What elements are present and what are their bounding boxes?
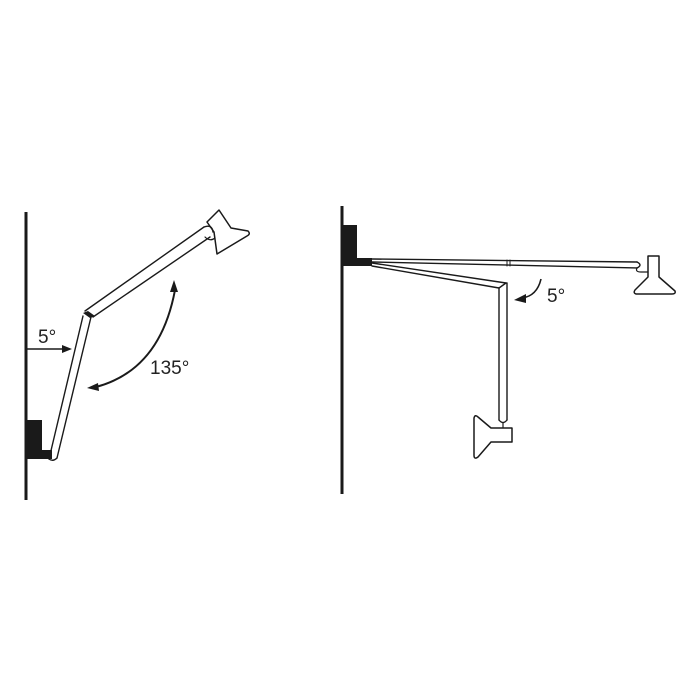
wall-angle-indicator: 5° [27,327,72,353]
wall-angle-label: 5° [547,286,565,307]
vertical-arm [498,282,508,429]
upper-arm [84,225,214,318]
elbow-joint [83,311,95,318]
diagonal-arm [371,262,507,289]
lamp-head-extended [633,255,676,295]
lamp-head-folded [473,414,513,459]
arrow-left-icon [514,294,526,303]
lamp-head [204,209,251,255]
wall-mount [343,225,372,266]
arm-angle-indicator: 135° [87,280,189,391]
horizontal-arm [371,258,641,269]
arrow-right-icon [62,345,72,353]
arrow-up-icon [170,280,178,292]
lower-arm [48,315,92,461]
wall-angle-indicator: 5° [514,278,565,307]
right-diagram: 5° [340,206,676,494]
arrow-left-icon [87,383,99,391]
wall-mount [27,420,52,459]
arm-angle-label: 135° [150,358,189,379]
left-diagram: 5° 135° [24,209,251,500]
wall-angle-label: 5° [38,327,56,348]
